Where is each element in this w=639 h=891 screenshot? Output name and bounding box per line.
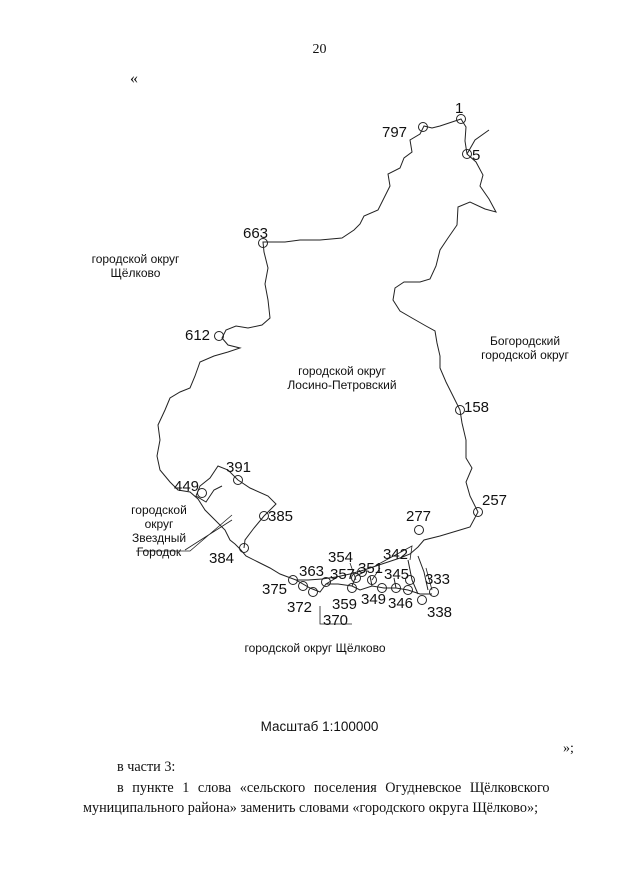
point-marker-342: [405, 575, 415, 585]
point-marker-663: [258, 238, 268, 248]
point-label-338: 338: [427, 604, 452, 621]
point-label-612: 612: [185, 327, 210, 344]
point-labels: 1 797 5 663 612 158 257 277 391 449 385 …: [174, 100, 507, 629]
point-marker-797: [418, 122, 428, 132]
leader-lines: [136, 514, 433, 625]
region-label-shchelkovo-northwest: городской округ Щёлково: [88, 252, 183, 280]
point-marker-370: [308, 587, 318, 597]
region-line: городской: [131, 503, 187, 517]
page-number: 20: [312, 42, 327, 57]
point-marker-349: [377, 583, 387, 593]
point-marker-612: [214, 331, 224, 341]
point-label-797: 797: [382, 124, 407, 141]
boundary-branch-zvezdny: [195, 465, 277, 549]
point-marker-354: [357, 567, 367, 577]
region-label-shchelkovo-south: городской округ Щёлково: [244, 641, 386, 655]
point-label-346: 346: [388, 595, 413, 612]
region-line: городской округ: [298, 364, 386, 378]
point-label-363: 363: [299, 563, 324, 580]
point-markers: [197, 114, 483, 605]
point-label-158: 158: [464, 399, 489, 416]
point-label-349: 349: [361, 591, 386, 608]
point-label-391: 391: [226, 459, 251, 476]
point-label-357: 357: [330, 566, 355, 583]
point-marker-277: [414, 525, 424, 535]
point-marker-357: [351, 573, 361, 583]
boundary-branch-ne: [466, 129, 490, 155]
point-label-277: 277: [406, 508, 431, 525]
point-marker-449: [197, 488, 207, 498]
point-label-385: 385: [268, 508, 293, 525]
paragraph-line-1: в части 3:: [117, 759, 176, 775]
opening-quote: «: [130, 70, 138, 87]
point-label-449: 449: [174, 478, 199, 495]
region-line: Звездный: [131, 531, 187, 545]
point-label-663: 663: [243, 225, 268, 242]
point-label-1: 1: [455, 100, 463, 117]
closing-quote: »;: [563, 741, 574, 756]
point-label-351: 351: [358, 560, 383, 577]
paragraph-line-3: муниципального района» заменить словами …: [83, 800, 539, 816]
region-line: Богородский: [489, 334, 561, 348]
point-label-359: 359: [332, 596, 357, 613]
point-marker-346: [403, 585, 413, 595]
region-line: округ: [144, 517, 174, 531]
territory-boundary: [156, 118, 497, 581]
point-marker-375: [288, 575, 298, 585]
point-label-354: 354: [328, 549, 353, 566]
region-label-bogorodsky: Богородский городской округ: [470, 334, 580, 362]
boundary-branch-south: [295, 555, 432, 595]
point-marker-385: [259, 511, 269, 521]
region-line: городской округ: [91, 252, 180, 266]
point-label-384: 384: [209, 550, 234, 567]
region-label-losino-petrovsky: городской округ Лосино-Петровский: [262, 364, 422, 392]
region-line: городской округ: [481, 348, 569, 362]
point-marker-391: [233, 475, 243, 485]
point-marker-5: [462, 149, 472, 159]
point-label-372: 372: [287, 599, 312, 616]
point-marker-384: [239, 543, 249, 553]
point-label-370: 370: [323, 612, 348, 629]
point-label-333: 333: [425, 571, 450, 588]
point-marker-345: [391, 583, 401, 593]
point-marker-158: [455, 405, 465, 415]
region-line: Городок: [136, 545, 182, 559]
point-marker-363: [321, 577, 331, 587]
point-marker-1: [456, 114, 466, 124]
point-marker-359: [347, 583, 357, 593]
point-marker-351: [367, 575, 377, 585]
paragraph-line-2: в пункте 1 слова «сельского поселения Ог…: [117, 780, 550, 796]
point-label-5: 5: [472, 147, 480, 164]
point-label-342: 342: [383, 546, 408, 563]
map-scale: Масштаб 1:100000: [260, 719, 379, 734]
point-label-257: 257: [482, 492, 507, 509]
point-label-375: 375: [262, 581, 287, 598]
point-marker-333: [429, 587, 439, 597]
region-label-zvezdny-gorodok: городской округ Звездный Городок: [118, 503, 200, 559]
point-marker-372: [298, 581, 308, 591]
point-marker-338: [417, 595, 427, 605]
region-line: Щёлково: [110, 266, 161, 280]
point-label-345: 345: [384, 566, 409, 583]
region-line: Лосино-Петровский: [287, 378, 397, 392]
point-marker-257: [473, 507, 483, 517]
